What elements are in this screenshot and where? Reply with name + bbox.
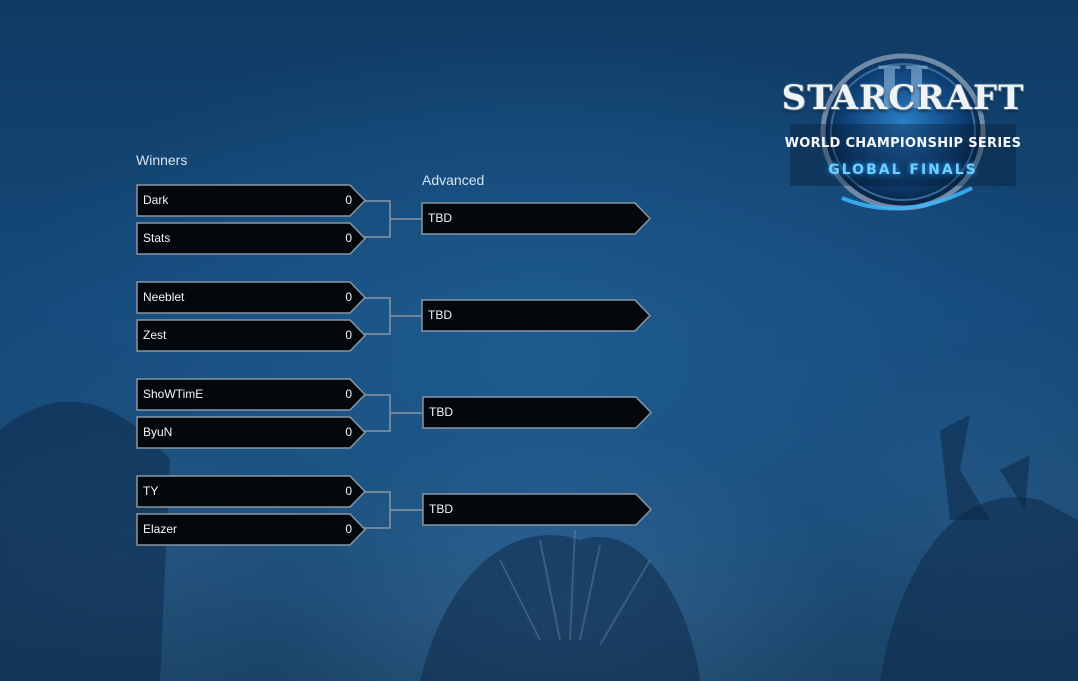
player-score: 0 [345, 290, 352, 304]
advanced-player-name: TBD [429, 405, 453, 419]
player-name: ByuN [143, 425, 173, 439]
match-4-player-1-slot[interactable]: TY 0 [136, 475, 367, 509]
match-2-player-2-slot[interactable]: Zest 0 [136, 319, 367, 353]
player-name: TY [143, 484, 159, 498]
match-2-advanced-slot[interactable]: TBD [421, 299, 652, 333]
match-2-player-1-slot[interactable]: Neeblet 0 [136, 281, 367, 315]
starcraft-wcs-logo: II STARCRAFT WORLD CHAMPIONSHIP SERIES G… [772, 48, 1034, 216]
player-score: 0 [345, 522, 352, 536]
logo-title: STARCRAFT [781, 78, 1025, 118]
player-score: 0 [345, 193, 352, 207]
advanced-player-name: TBD [428, 211, 452, 225]
winners-column-title: Winners [136, 152, 188, 168]
player-name: Neeblet [143, 290, 185, 304]
match-1-player-2-slot[interactable]: Stats 0 [136, 222, 367, 256]
player-score: 0 [345, 328, 352, 342]
match-3-player-2-slot[interactable]: ByuN 0 [136, 416, 367, 450]
advanced-column-title: Advanced [422, 172, 485, 188]
match-1-advanced-slot[interactable]: TBD [421, 202, 652, 236]
advanced-player-name: TBD [429, 502, 453, 516]
player-name: Elazer [143, 522, 178, 536]
match-4-advanced-slot[interactable]: TBD [422, 493, 653, 527]
logo-subtitle: WORLD CHAMPIONSHIP SERIES [784, 136, 1022, 151]
logo-tagline: GLOBAL FINALS [828, 162, 978, 178]
player-name: ShoWTimE [143, 387, 204, 401]
svg-text:II: II [876, 54, 930, 122]
match-3-player-1-slot[interactable]: ShoWTimE 0 [136, 378, 367, 412]
match-4-player-2-slot[interactable]: Elazer 0 [136, 513, 367, 547]
player-score: 0 [345, 231, 352, 245]
player-score: 0 [345, 425, 352, 439]
player-name: Dark [143, 193, 169, 207]
logo-emblem-icon: II [790, 53, 1016, 211]
match-1-player-1-slot[interactable]: Dark 0 [136, 184, 367, 218]
player-score: 0 [345, 387, 352, 401]
player-name: Stats [143, 231, 171, 245]
match-3-advanced-slot[interactable]: TBD [422, 396, 653, 430]
player-name: Zest [143, 328, 167, 342]
advanced-player-name: TBD [428, 308, 452, 322]
player-score: 0 [345, 484, 352, 498]
